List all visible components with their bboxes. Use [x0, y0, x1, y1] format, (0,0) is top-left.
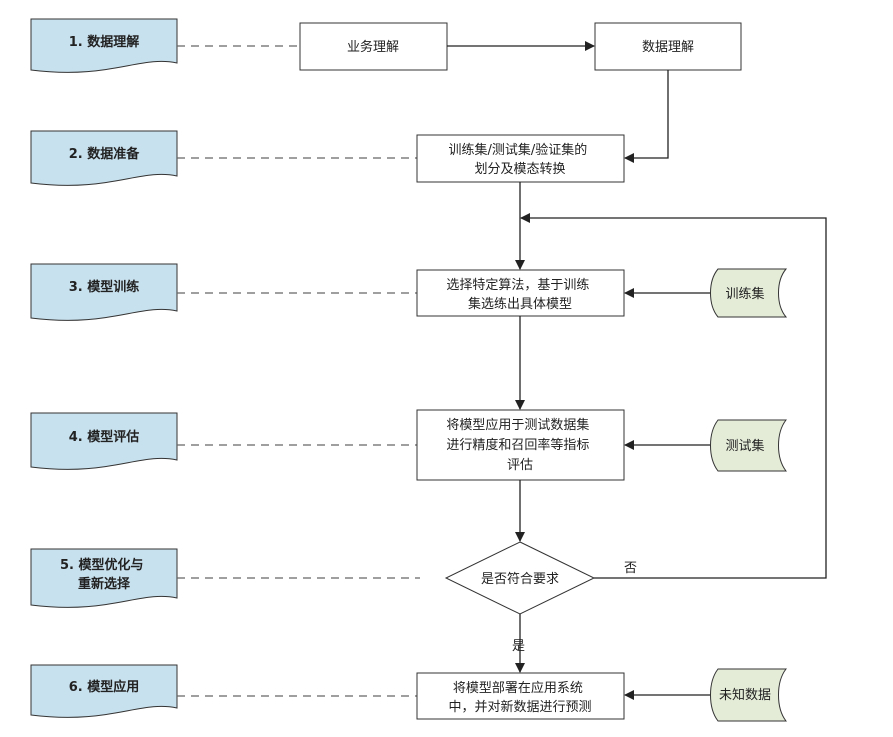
stage-3-shape — [30, 263, 178, 321]
svg-text:测试集: 测试集 — [725, 438, 764, 454]
data-understanding-box: 数据理解 — [594, 22, 742, 71]
stage-2-label: 2. 数据准备 — [69, 146, 141, 162]
svg-text:训练集: 训练集 — [725, 286, 764, 302]
svg-text:将模型应用于测试数据集 进行精度和召回率等指标: 将模型应用于测试数据集 进行精度和召回率等指标 评估 — [446, 417, 593, 473]
data-preparation-box: 训练集/测试集/验证集的 划分及模态转换 — [416, 134, 625, 183]
branch-no-label: 否 — [624, 561, 637, 576]
branch-yes-label: 是 — [512, 639, 525, 654]
unknown-data: 未知数据 — [710, 668, 788, 722]
stage-5: 5. 模型优化与 重新选择 — [30, 548, 178, 608]
stage-1: 1. 数据理解 — [30, 18, 178, 73]
decision-diamond: 是否符合要求 — [444, 541, 596, 615]
train-set-data: 训练集 — [710, 268, 788, 318]
svg-text:是否符合要求: 是否符合要求 — [481, 571, 559, 587]
svg-text:数据理解: 数据理解 — [642, 40, 694, 55]
stage-6: 6. 模型应用 — [30, 664, 178, 718]
stage-4-label: 4. 模型评估 — [69, 429, 140, 445]
svg-text:未知数据: 未知数据 — [719, 687, 771, 703]
stage-4: 4. 模型评估 — [30, 412, 178, 470]
stage-6-label: 6. 模型应用 — [69, 679, 140, 695]
test-set-data: 测试集 — [710, 419, 788, 472]
svg-text:业务理解: 业务理解 — [347, 39, 399, 55]
stage-1-label: 1. 数据理解 — [69, 34, 140, 50]
arrow-decision-no-loop — [520, 213, 827, 579]
arrow-data-to-preparation — [624, 70, 669, 163]
stage-5-label: 5. 模型优化与 重新选择 — [60, 557, 148, 592]
stage-1-shape — [30, 18, 178, 73]
deployment-box: 将模型部署在应用系统 中，并对新数据进行预测 — [416, 672, 625, 720]
svg-text:将模型部署在应用系统 中，并对新数据进行预测: 将模型部署在应用系统 中，并对新数据进行预测 — [448, 680, 591, 715]
stage-5-shape — [30, 548, 178, 608]
stage-3-label: 3. 模型训练 — [69, 279, 140, 295]
stage-2-shape — [30, 130, 178, 186]
svg-text:选择特定算法，基于训练 集选练出具体模型: 选择特定算法，基于训练 集选练出具体模型 — [446, 278, 593, 312]
stage-3: 3. 模型训练 — [30, 263, 178, 321]
model-training-box: 选择特定算法，基于训练 集选练出具体模型 — [416, 269, 625, 317]
stage-2: 2. 数据准备 — [30, 130, 178, 186]
business-understanding-box: 业务理解 — [299, 22, 448, 71]
svg-text:训练集/测试集/验证集的 划分及模态转换: 训练集/测试集/验证集的 划分及模态转换 — [449, 142, 592, 177]
stage-4-shape — [30, 412, 178, 470]
stage-6-shape — [30, 664, 178, 718]
model-evaluation-box: 将模型应用于测试数据集 进行精度和召回率等指标 评估 — [416, 409, 625, 481]
